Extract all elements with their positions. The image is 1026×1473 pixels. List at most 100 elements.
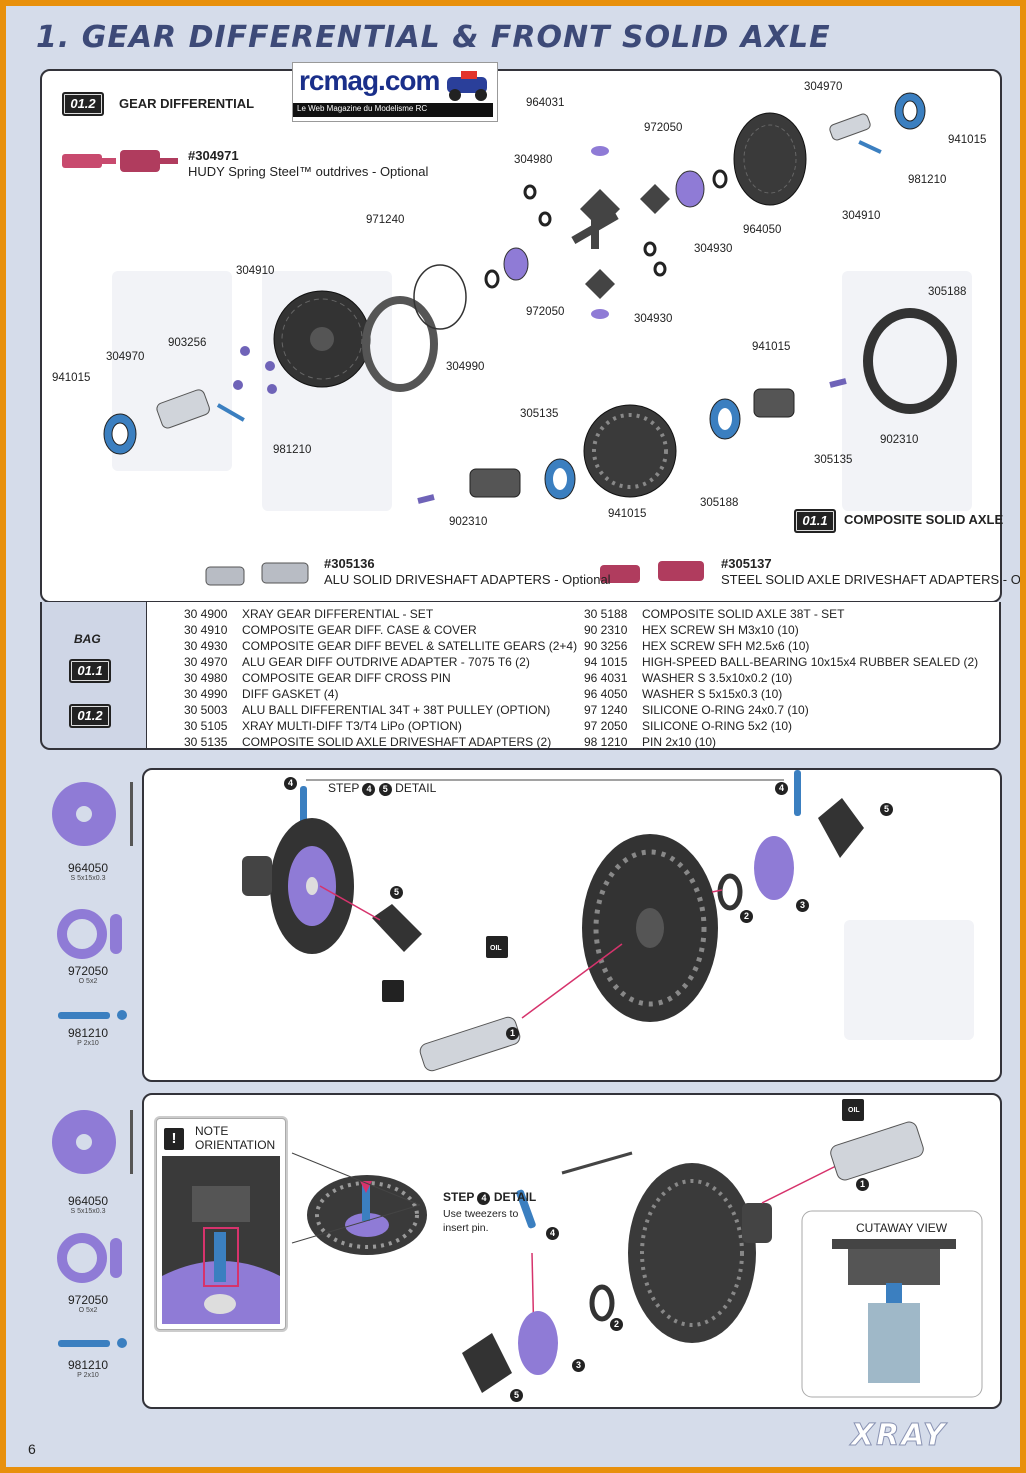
parts-list-row: 30 4910 COMPOSITE GEAR DIFF. CASE & COVER <box>184 622 577 638</box>
bearing-icon-left <box>103 413 137 455</box>
step1-legend-washer-spec: S 5x15x0.3 <box>70 875 106 882</box>
bag-badge-1: 01.1 <box>69 659 111 683</box>
part-description: WASHER S 3.5x10x0.2 (10) <box>642 671 793 685</box>
step1-legend-pin-label: 981210 <box>67 1026 109 1040</box>
part-description: PIN 2x10 (10) <box>642 735 717 749</box>
part-label-964050: 964050 <box>743 224 782 236</box>
page-number: 6 <box>28 1441 36 1457</box>
step1-assembly-diagram <box>242 770 864 1072</box>
part-code: 90 3256 <box>584 639 628 653</box>
diff-case-half-icon <box>307 1175 427 1255</box>
parts-list-row: 30 5135 COMPOSITE SOLID AXLE DRIVESHAFT A… <box>184 734 577 750</box>
parts-list-row: 30 4970 ALU GEAR DIFF OUTDRIVE ADAPTER - … <box>184 654 577 670</box>
tweezers-tip-line2: insert pin. <box>443 1222 489 1234</box>
step2-legend-washer-spec: S 5x15x0.3 <box>70 1208 106 1215</box>
part-label-972050-top: 972050 <box>644 122 683 134</box>
hudy-outdrives-icon <box>62 150 178 172</box>
part-code: 30 5135 <box>184 735 228 749</box>
parts-list-row: 97 1240 SILICONE O-RING 24x0.7 (10) <box>584 702 978 718</box>
part-label-305135-left: 305135 <box>520 408 559 420</box>
part-label-304930-mid: 304930 <box>634 313 673 325</box>
o-ring-icon <box>57 909 122 959</box>
parts-list-row: 90 3256 HEX SCREW SFH M2.5x6 (10) <box>584 638 978 654</box>
part-description: ALU BALL DIFFERENTIAL 34T + 38T PULLEY (… <box>242 703 551 717</box>
step2-detail-num: 4 <box>477 1192 491 1205</box>
option-305137-code: #305137 <box>721 556 772 571</box>
step1-callout-4a: 4 <box>284 777 297 790</box>
step2-callout-4: 4 <box>546 1227 559 1240</box>
bearing-icon-top-right <box>894 92 926 130</box>
part-description: ALU GEAR DIFF OUTDRIVE ADAPTER - 7075 T6… <box>242 655 530 669</box>
part-description: SILICONE O-RING 5x2 (10) <box>642 719 793 733</box>
note-warning-icon: ! <box>164 1128 184 1150</box>
diff-case-icon <box>733 112 807 206</box>
composite-solid-axle-heading: COMPOSITE SOLID AXLE <box>844 512 1004 527</box>
parts-list-row: 30 4980 COMPOSITE GEAR DIFF CROSS PIN <box>184 670 577 686</box>
part-label-304930-top: 304930 <box>694 243 733 255</box>
cutaway-view-icon <box>832 1239 956 1383</box>
part-code: 94 1015 <box>584 655 628 669</box>
step2-legend-oring-label: 972050 <box>67 1293 109 1307</box>
step2-assembly-diagram <box>291 1099 983 1398</box>
part-description: HEX SCREW SFH M2.5x6 (10) <box>642 639 810 653</box>
pin-icon <box>58 1338 127 1348</box>
part-label-941015-left: 941015 <box>52 372 91 384</box>
step1-legend-oring-label: 972050 <box>67 964 109 978</box>
xray-brand: XRAY <box>851 1418 947 1454</box>
step2-callout-5: 5 <box>510 1389 523 1402</box>
bag-label: BAG <box>74 632 101 646</box>
logo-wordmark: rcmag.com <box>299 65 440 96</box>
step2-legend-oring-spec: O 5x2 <box>78 1307 98 1314</box>
part-code: 30 4970 <box>184 655 228 669</box>
step1-callout-5b: 5 <box>390 886 403 899</box>
part-code: 30 5188 <box>584 607 628 621</box>
part-code: 30 5105 <box>184 719 228 733</box>
part-description: COMPOSITE GEAR DIFF. CASE & COVER <box>242 623 477 637</box>
step2-legend-pin-spec: P 2x10 <box>77 1372 99 1379</box>
part-label-304910-left: 304910 <box>236 265 275 277</box>
bag-badge-axle: 01.1 <box>794 509 836 533</box>
o-ring-icon <box>57 1233 122 1283</box>
part-description: WASHER S 5x15x0.3 (10) <box>642 687 783 701</box>
pin-icon <box>58 1010 127 1020</box>
part-description: XRAY GEAR DIFFERENTIAL - SET <box>242 607 434 621</box>
part-description: COMPOSITE GEAR DIFF CROSS PIN <box>242 671 451 685</box>
option-304971-code: #304971 <box>188 148 239 163</box>
bag-badge-gear: 01.2 <box>62 92 104 116</box>
step1-callout-3: 3 <box>796 899 809 912</box>
step1-callout-4b: 4 <box>775 782 788 795</box>
parts-list-box <box>146 602 1001 750</box>
part-code: 30 4980 <box>184 671 228 685</box>
composite-axle-gear-icon <box>583 404 677 498</box>
part-description: SILICONE O-RING 24x0.7 (10) <box>642 703 809 717</box>
option-304971-desc: HUDY Spring Steel™ outdrives - Optional <box>188 164 429 179</box>
step1-callout-5a: 5 <box>880 803 893 816</box>
part-label-304910-top: 304910 <box>842 210 881 222</box>
diff-half-gear-icon <box>242 818 354 954</box>
main-gear-icon <box>582 834 718 1022</box>
part-label-304980: 304980 <box>514 154 553 166</box>
part-label-941015-bottom: 941015 <box>608 508 647 520</box>
part-label-304970-top: 304970 <box>804 81 843 93</box>
step1-legend-washer-label: 964050 <box>67 861 109 875</box>
part-label-972050-mid: 972050 <box>526 306 565 318</box>
step1-legend-pin-spec: P 2x10 <box>77 1040 99 1047</box>
rcmag-logo: rcmag.com Le Web Magazine du Modelisme R… <box>292 62 498 122</box>
part-code: 30 4910 <box>184 623 228 637</box>
part-code: 97 1240 <box>584 703 628 717</box>
part-description: COMPOSITE SOLID AXLE DRIVESHAFT ADAPTERS… <box>242 735 552 749</box>
step1-detail-heading: STEP 4 5 DETAIL <box>328 781 437 796</box>
step2-legend-washer-label: 964050 <box>67 1194 109 1208</box>
part-label-304970-left: 304970 <box>106 351 145 363</box>
gear-diff-case-icon <box>628 1163 772 1343</box>
